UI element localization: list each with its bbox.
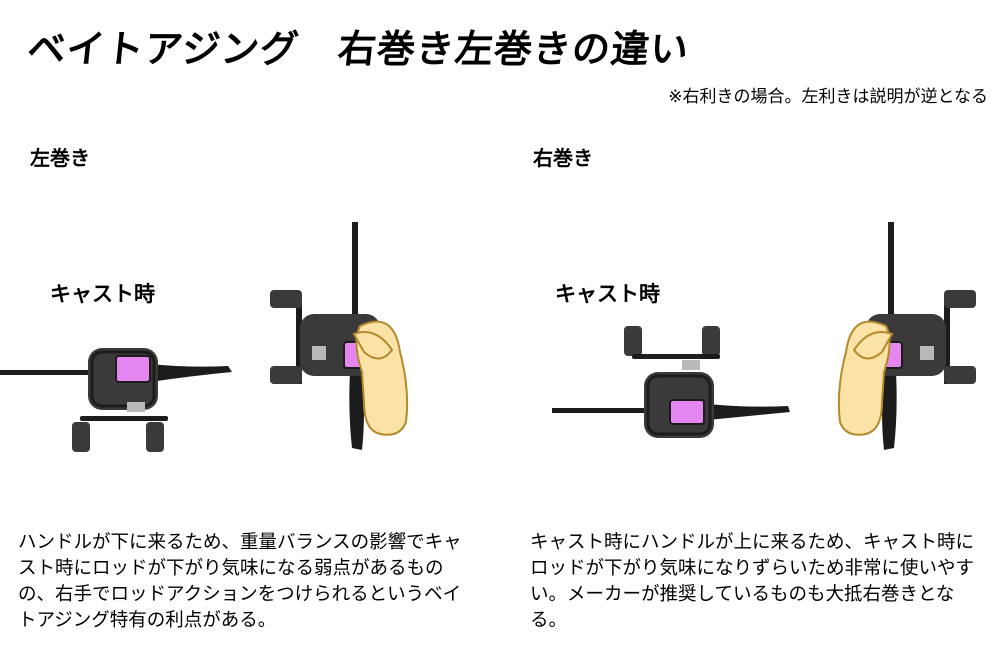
handle-knob-left — [624, 326, 642, 356]
left-retrieve-illustration — [270, 222, 409, 450]
rod-grip — [708, 404, 790, 420]
spool — [669, 399, 705, 425]
handle-knob-top — [944, 290, 976, 308]
right-retrieve-illustration — [837, 222, 976, 450]
rod-blank — [0, 370, 100, 375]
rod-grip — [150, 364, 232, 382]
right-cast-label: キャスト時 — [555, 282, 660, 306]
handle-knob-bottom — [270, 366, 302, 384]
reel-frame — [90, 350, 156, 408]
drag-plate — [682, 360, 700, 370]
drag-plate — [127, 402, 145, 412]
handle-arm — [632, 354, 720, 359]
side-plate — [920, 346, 934, 360]
right-cast-reel-illustration — [552, 326, 790, 438]
handle-arm — [296, 298, 302, 384]
rod-blank — [352, 222, 358, 332]
handle-knob-left — [72, 422, 90, 452]
handle-knob-bottom — [944, 366, 976, 384]
rod-blank — [552, 408, 658, 413]
left-description: ハンドルが下に来るため、重量バランスの影響でキャスト時にロッドが下がり気味になる… — [18, 532, 462, 631]
handle-knob-top — [270, 290, 302, 308]
page-title: ベイトアジング 右巻き左巻きの違い — [25, 27, 692, 71]
side-plate — [312, 346, 326, 360]
thumb — [852, 331, 894, 360]
left-cast-label: キャスト時 — [50, 282, 155, 306]
right-section-label: 右巻き — [533, 146, 593, 170]
rod-blank — [888, 222, 894, 332]
rod-grip — [882, 372, 897, 450]
left-cast-reel-illustration — [0, 348, 232, 452]
thumb — [352, 331, 394, 360]
right-description: キャスト時にハンドルが上に来るため、キャスト時にロッドが下がり気味になりずらいた… — [530, 532, 975, 631]
handle-knob-right — [702, 326, 720, 356]
handle-knob-right — [146, 422, 164, 452]
spool — [115, 355, 151, 383]
handle-arm — [944, 298, 950, 384]
handle-arm — [80, 416, 168, 421]
left-section-label: 左巻き — [30, 146, 90, 170]
right-handed-note: ※右利きの場合。左利きは説明が逆となる — [668, 87, 988, 107]
rod-grip — [349, 372, 364, 450]
reel-frame — [646, 374, 712, 436]
